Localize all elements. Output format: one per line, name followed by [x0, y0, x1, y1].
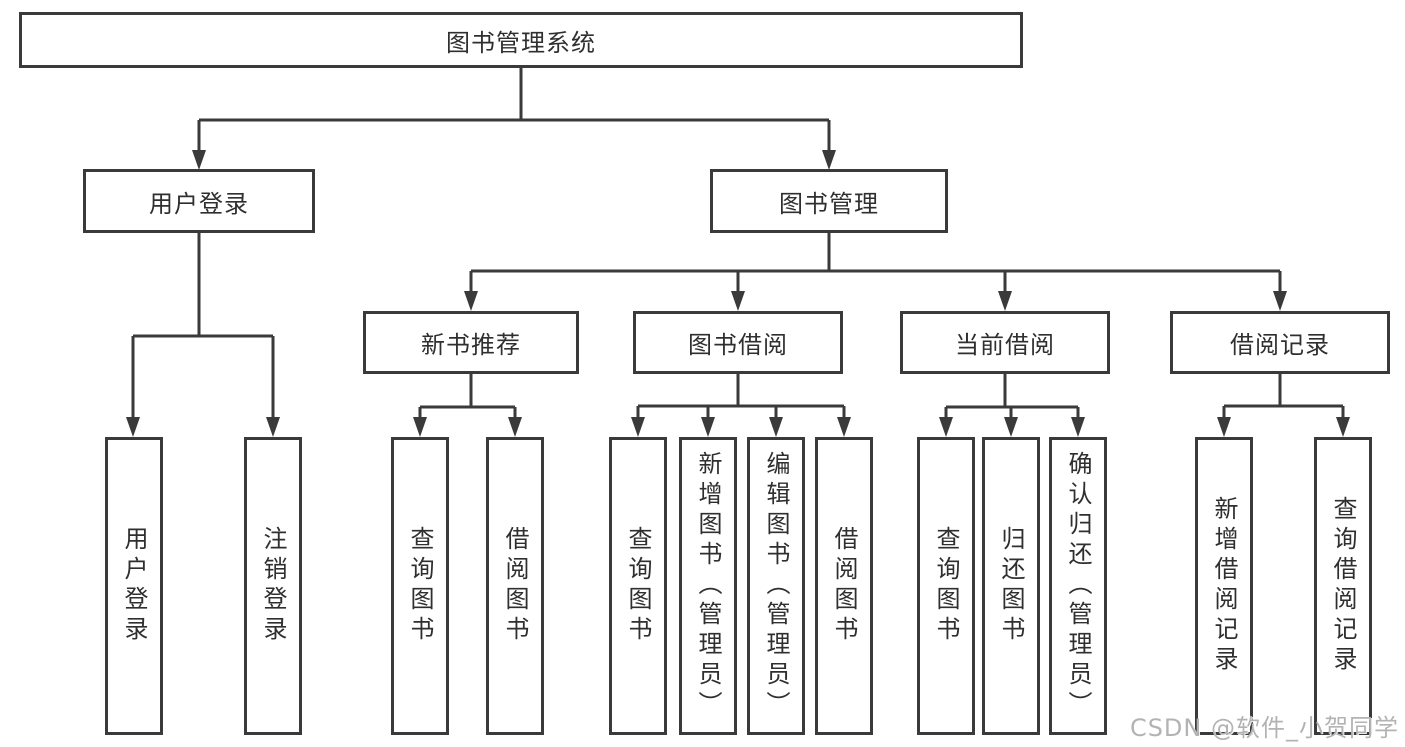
node-new-book-recommend-label: 新书推荐 [421, 331, 521, 359]
leaf-borrow-borrow-books: 借阅图书 [815, 437, 873, 735]
leaf-borrow-add-books-admin: 新增图书（管理员） [679, 437, 737, 735]
edges-book-mgmt-to-level3 [464, 233, 1287, 311]
edges-borrow-records-to-leaves [1217, 374, 1350, 437]
leaf-borrow-borrow-books-label: 借阅图书 [830, 526, 858, 646]
csdn-watermark: CSDN @软件_小贺同学 [1129, 714, 1399, 742]
leaf-newbooks-query-books: 查询图书 [391, 437, 449, 735]
node-current-borrowing: 当前借阅 [900, 311, 1110, 374]
node-book-borrowing-label: 图书借阅 [688, 331, 788, 359]
leaf-borrow-edit-books-admin: 编辑图书（管理员） [747, 437, 805, 735]
leaf-current-query-books: 查询图书 [917, 437, 975, 735]
node-borrow-records-label: 借阅记录 [1230, 331, 1330, 359]
node-book-borrowing: 图书借阅 [633, 311, 843, 374]
leaf-records-query-record-label: 查询借阅记录 [1329, 496, 1357, 676]
node-book-management-label: 图书管理 [779, 189, 879, 218]
leaf-newbooks-query-books-label: 查询图书 [406, 526, 434, 646]
leaf-newbooks-borrow-books: 借阅图书 [486, 437, 544, 735]
node-new-book-recommend: 新书推荐 [363, 311, 579, 374]
node-book-management: 图书管理 [710, 169, 948, 233]
edges-current-borrow-to-leaves [939, 374, 1085, 437]
leaf-newbooks-borrow-books-label: 借阅图书 [501, 526, 529, 646]
leaf-current-confirm-return-admin-label: 确认归还（管理员） [1064, 451, 1092, 721]
node-borrow-records: 借阅记录 [1170, 311, 1390, 374]
leaf-user-login: 用户登录 [105, 437, 163, 735]
leaf-current-confirm-return-admin: 确认归还（管理员） [1049, 437, 1107, 735]
leaf-user-login-label: 用户登录 [120, 526, 148, 646]
node-user-login-label: 用户登录 [149, 189, 249, 218]
leaf-borrow-add-books-admin-label: 新增图书（管理员） [694, 451, 722, 721]
node-root-label: 图书管理系统 [446, 28, 596, 57]
leaf-borrow-edit-books-admin-label: 编辑图书（管理员） [762, 451, 790, 721]
node-current-borrowing-label: 当前借阅 [955, 331, 1055, 359]
edges-root-to-level2 [192, 68, 836, 170]
edges-book-borrow-to-leaves [631, 374, 851, 437]
node-root-library-system: 图书管理系统 [19, 12, 1023, 68]
leaf-records-query-record: 查询借阅记录 [1314, 437, 1372, 735]
leaf-borrow-query-books: 查询图书 [609, 437, 667, 735]
leaf-current-query-books-label: 查询图书 [932, 526, 960, 646]
edges-new-books-to-leaves [413, 374, 522, 437]
edges-user-login-to-leaves [126, 233, 280, 437]
leaf-logout-login: 注销登录 [244, 437, 302, 735]
leaf-logout-login-label: 注销登录 [259, 526, 287, 646]
leaf-records-add-record-label: 新增借阅记录 [1210, 496, 1238, 676]
leaf-records-add-record: 新增借阅记录 [1195, 437, 1253, 735]
node-user-login: 用户登录 [83, 169, 315, 233]
leaf-current-return-books: 归还图书 [982, 437, 1040, 735]
leaf-current-return-books-label: 归还图书 [997, 526, 1025, 646]
leaf-borrow-query-books-label: 查询图书 [624, 526, 652, 646]
